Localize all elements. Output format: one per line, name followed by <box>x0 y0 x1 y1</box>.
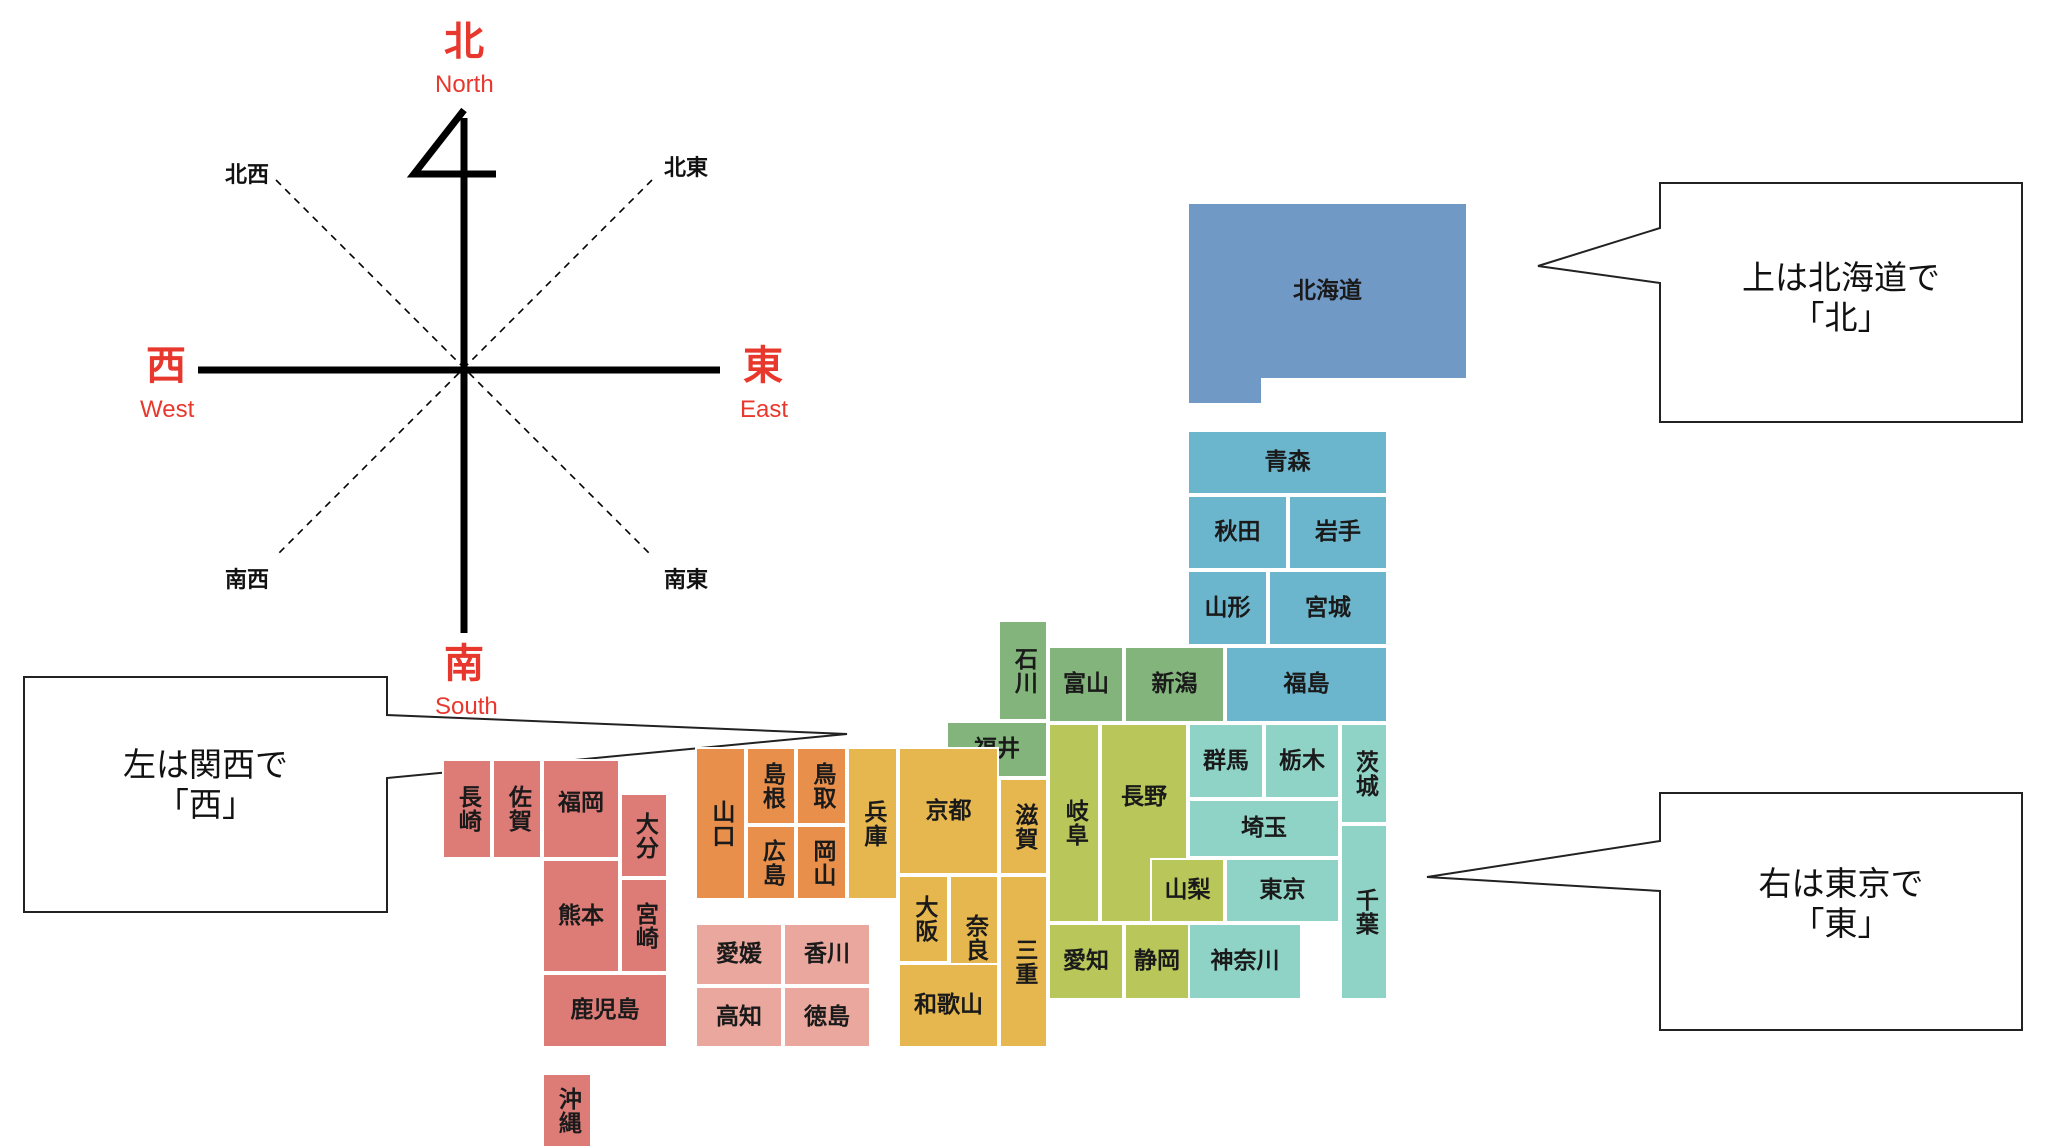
south-english: South <box>435 693 498 720</box>
northeast-label: 北東 <box>664 156 709 181</box>
pref-nagasaki: 長崎 <box>442 759 492 859</box>
pref-kumamoto: 熊本 <box>542 859 620 973</box>
pref-aichi: 愛知 <box>1048 923 1124 1000</box>
pref-hokkaido: 北海道 <box>1293 277 1362 304</box>
pref-ehime: 愛媛 <box>695 923 783 986</box>
pref-fukushima: 福島 <box>1225 646 1388 723</box>
pref-yamanashi: 山梨 <box>1150 858 1225 923</box>
pref-tokyo: 東京 <box>1225 858 1340 923</box>
pref-kyoto: 京都 <box>898 747 999 875</box>
callout-west-line2: 「西」 <box>156 784 255 824</box>
pref-tottori: 鳥取 <box>796 747 847 825</box>
pref-saitama: 埼玉 <box>1188 799 1340 858</box>
pref-miyazaki: 宮崎 <box>620 878 668 973</box>
south-kanji: 南 <box>444 641 484 687</box>
callout-north-line2: 「北」 <box>1791 297 1891 337</box>
pref-gunma: 群馬 <box>1188 723 1264 799</box>
southeast-label: 南東 <box>664 568 709 593</box>
pref-toyama: 富山 <box>1048 646 1124 723</box>
pref-chiba: 千葉 <box>1340 824 1388 1000</box>
pref-tochigi: 栃木 <box>1264 723 1340 799</box>
pref-wakayama: 和歌山 <box>898 963 999 1048</box>
pref-tokushima: 徳島 <box>783 986 871 1048</box>
callout-east-line1: 右は東京で <box>1758 864 1924 903</box>
pref-miyagi: 宮城 <box>1268 570 1388 646</box>
pref-niigata: 新潟 <box>1124 646 1225 723</box>
west-kanji: 西 <box>146 343 186 389</box>
callout-north-line1: 上は北海道で <box>1742 258 1940 297</box>
pref-okinawa: 沖縄 <box>542 1073 592 1148</box>
pref-yamagata: 山形 <box>1187 570 1268 646</box>
west-english: West <box>140 396 195 423</box>
callout-east-text: 右は東京で 「東」 <box>1660 864 2022 943</box>
pref-kochi: 高知 <box>695 986 783 1048</box>
pref-shiga: 滋賀 <box>999 778 1048 875</box>
north-kanji: 北 <box>444 19 484 65</box>
east-english: East <box>740 396 789 423</box>
pref-iwate: 岩手 <box>1288 495 1388 570</box>
pref-ishikawa: 石川 <box>998 620 1048 721</box>
callout-north-text: 上は北海道で 「北」 <box>1660 258 2022 337</box>
pref-shimane: 島根 <box>746 747 796 825</box>
pref-ibaraki: 茨城 <box>1340 723 1388 824</box>
callout-west-line1: 左は関西で <box>123 745 288 784</box>
pref-mie: 三重 <box>999 875 1048 1048</box>
callout-east-line2: 「東」 <box>1791 903 1891 943</box>
callout-east-bubble <box>1426 792 2023 1031</box>
pref-yamaguchi: 山口 <box>695 747 746 900</box>
east-kanji: 東 <box>743 343 783 389</box>
callout-north-bubble <box>1537 182 2023 423</box>
pref-oita: 大分 <box>620 793 668 878</box>
pref-akita: 秋田 <box>1187 495 1288 570</box>
northwest-label: 北西 <box>225 163 270 188</box>
callout-west-text: 左は関西で 「西」 <box>24 745 387 824</box>
pref-saga: 佐賀 <box>492 759 542 859</box>
pref-okayama: 岡山 <box>796 825 847 900</box>
pref-kagawa: 香川 <box>783 923 871 986</box>
pref-hiroshima: 広島 <box>746 825 796 900</box>
callout-west-bubble <box>23 676 848 913</box>
north-english: North <box>435 71 494 98</box>
pref-aomori: 青森 <box>1187 430 1388 495</box>
north-flag <box>406 107 496 178</box>
pref-fukuoka: 福岡 <box>542 759 620 859</box>
pref-gifu: 岐阜 <box>1048 723 1100 923</box>
pref-hyogo: 兵庫 <box>847 747 898 900</box>
pref-kagoshima: 鹿児島 <box>542 973 668 1048</box>
pref-kanagawa: 神奈川 <box>1188 923 1302 1000</box>
pref-osaka: 大阪 <box>898 875 949 963</box>
southwest-label: 南西 <box>225 568 270 593</box>
